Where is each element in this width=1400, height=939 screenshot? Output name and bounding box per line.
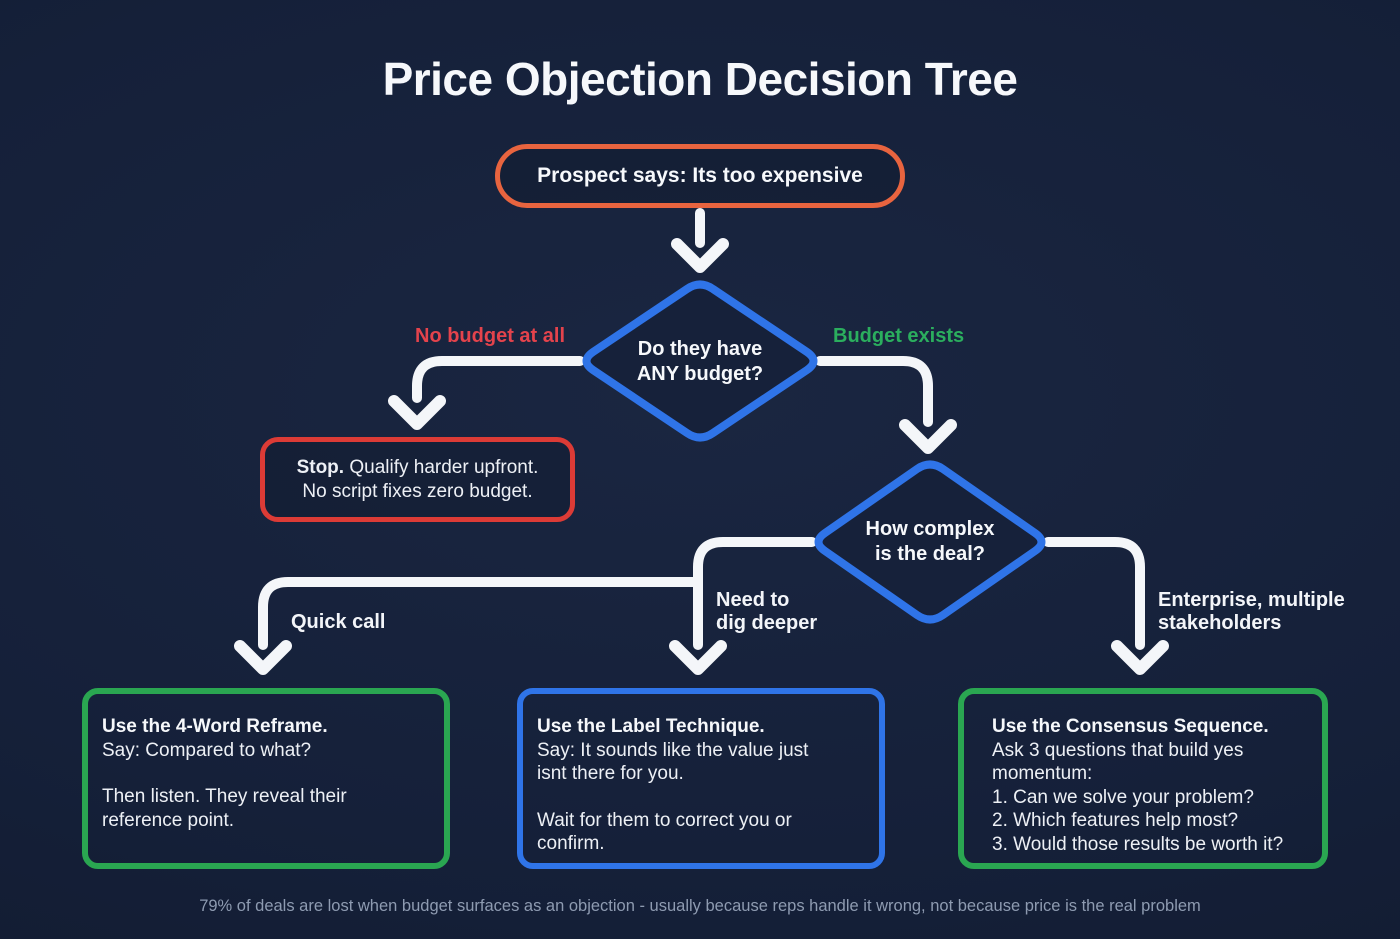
enterprise-line2: stakeholders: [1158, 612, 1282, 634]
decision2-line2: is the deal?: [874, 543, 986, 565]
outcome2-line: Say: It sounds like the value just: [537, 739, 809, 761]
page-title: Price Objection Decision Tree: [382, 53, 1018, 105]
branch-label-budget-exists: Budget exists: [833, 325, 965, 347]
connector-to-outcome3: [1043, 537, 1145, 650]
outcome3-line: Ask 3 questions that build yes: [992, 739, 1244, 761]
branch-label-no-budget: No budget at all: [415, 325, 565, 347]
decision1-question: Do they have ANY budget?: [590, 337, 810, 387]
branch-label-dig-deeper: Need to dig deeper: [716, 589, 817, 635]
outcome2-line: Wait for them to correct you or: [537, 809, 792, 831]
stop-node-line1: Stop. Qualify harder upfront.: [297, 456, 539, 480]
arrow-down-icon: [234, 640, 292, 675]
decision1-line2: ANY budget?: [636, 363, 764, 385]
blank-line: [102, 762, 430, 785]
connector-to-outcome1: [258, 577, 703, 650]
outcome-label-technique: Use the Label Technique. Say: It sounds …: [517, 688, 885, 869]
outcome2-title: Use the Label Technique.: [537, 716, 765, 737]
connector-decision1-to-stop: [412, 356, 585, 403]
outcome-consensus-sequence: Use the Consensus Sequence. Ask 3 questi…: [958, 688, 1328, 869]
outcome-four-word-reframe: Use the 4-Word Reframe. Say: Compared to…: [82, 688, 450, 869]
connector-decision1-to-decision2: [815, 356, 933, 427]
stop-node-rest: Qualify harder upfront.: [344, 456, 539, 478]
arrow-down-icon: [671, 238, 729, 273]
outcome2-line: confirm.: [537, 833, 605, 854]
enterprise-line1: Enterprise, multiple: [1158, 589, 1345, 611]
start-node-label: Prospect says: Its too expensive: [537, 164, 863, 187]
outcome3-title: Use the Consensus Sequence.: [992, 716, 1269, 737]
dig-deeper-line1: Need to: [716, 589, 790, 611]
arrow-down-icon: [388, 395, 446, 430]
branch-label-enterprise: Enterprise, multiple stakeholders: [1158, 589, 1345, 635]
footer-stat: 79% of deals are lost when budget surfac…: [199, 897, 1201, 915]
arrow-down-icon: [899, 419, 957, 454]
decision2-question: How complex is the deal?: [820, 517, 1040, 567]
arrow-down-icon: [669, 640, 727, 675]
outcome3-line: momentum:: [992, 763, 1093, 784]
stop-node-line2: No script fixes zero budget.: [302, 480, 533, 502]
stop-node-lead: Stop.: [296, 456, 345, 478]
outcome1-line: reference point.: [102, 809, 235, 831]
decision1-diamond: [582, 280, 818, 442]
outcome1-title: Use the 4-Word Reframe.: [102, 716, 328, 737]
dig-deeper-line2: dig deeper: [716, 612, 818, 634]
outcome1-line: Say: Compared to what?: [102, 739, 312, 761]
arrow-down-icon: [1111, 640, 1169, 675]
outcome3-line: 2. Which features help most?: [992, 810, 1239, 831]
stop-node: Stop. Qualify harder upfront. No script …: [260, 437, 575, 522]
outcome3-line: 1. Can we solve your problem?: [992, 786, 1254, 808]
decision2-diamond: [814, 460, 1046, 624]
connector-decision2-left: [693, 537, 817, 587]
decision1-line1: Do they have: [637, 338, 763, 360]
outcome3-line: 3. Would those results be worth it?: [992, 833, 1284, 855]
branch-label-quick-call: Quick call: [291, 611, 386, 633]
blank-line: [537, 786, 865, 809]
start-node: Prospect says: Its too expensive: [495, 144, 905, 208]
outcome2-line: isnt there for you.: [537, 763, 684, 784]
outcome1-line: Then listen. They reveal their: [102, 786, 347, 807]
decision2-line1: How complex: [865, 518, 995, 540]
